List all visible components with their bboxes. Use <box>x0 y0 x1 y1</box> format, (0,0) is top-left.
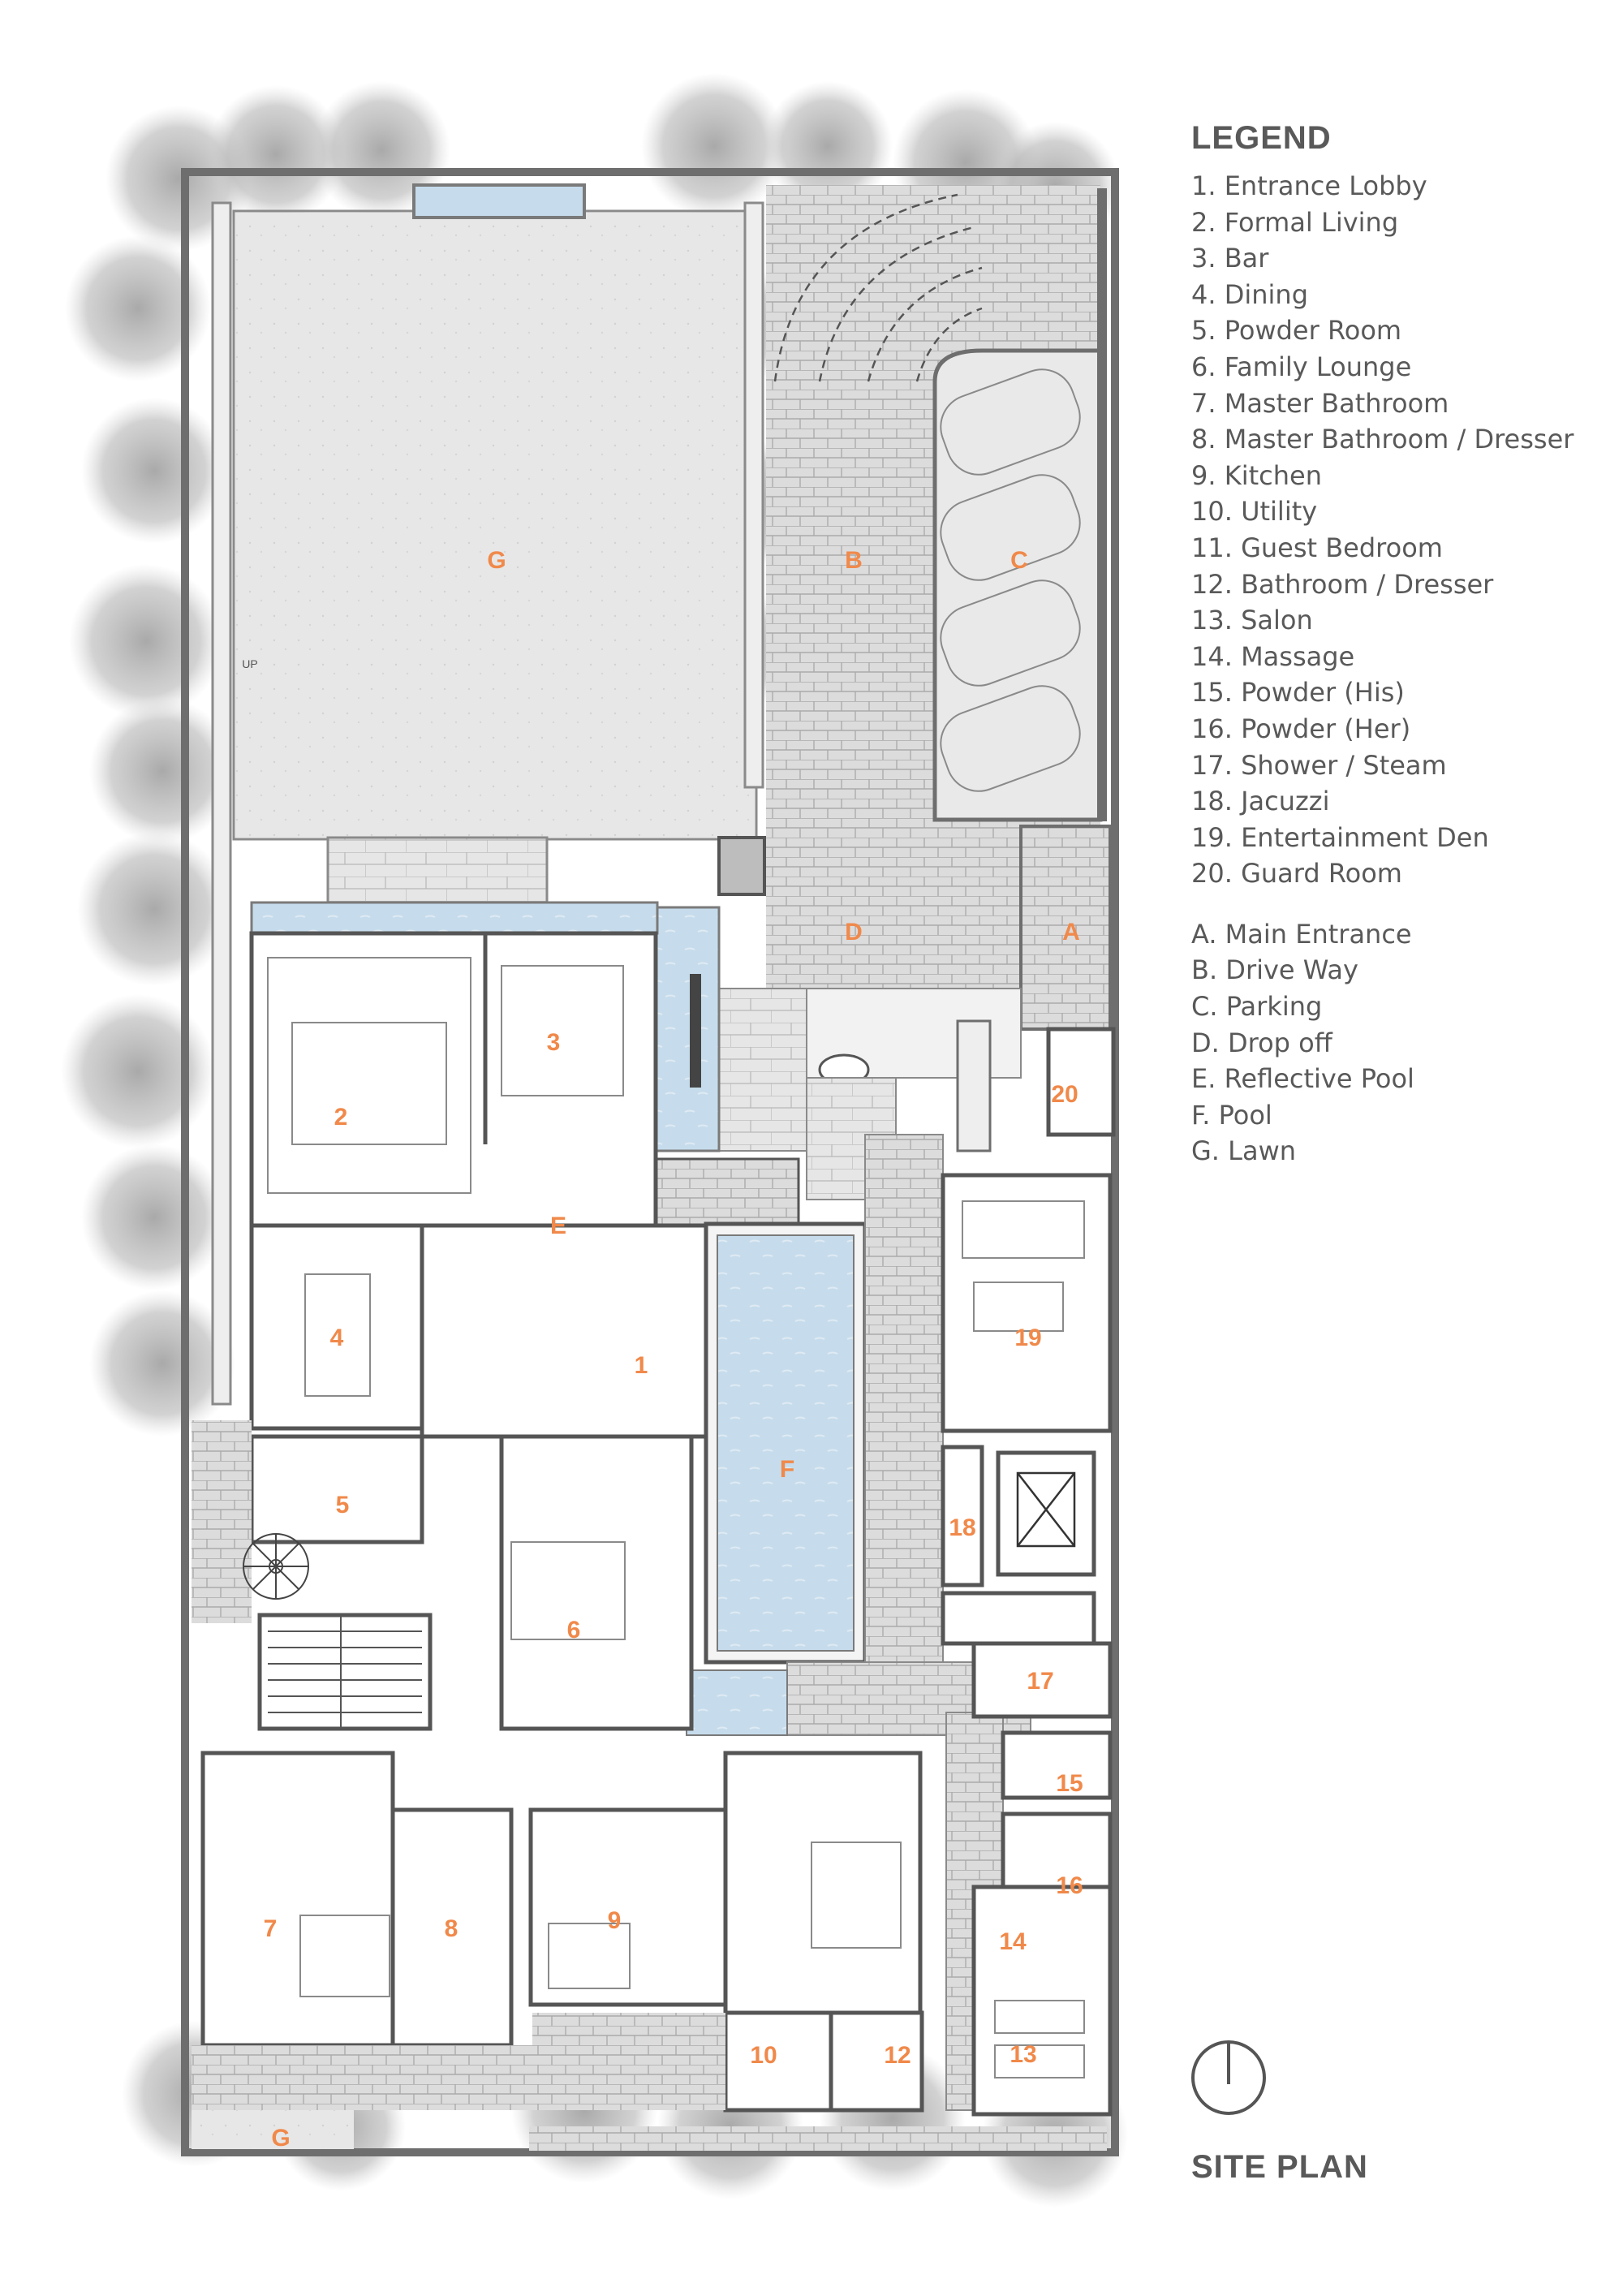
label-parking: C <box>1010 547 1028 574</box>
legend-item: 5. Powder Room <box>1191 315 1402 347</box>
label-room-5: 5 <box>336 1492 350 1518</box>
legend-item: 10. Utility <box>1191 496 1318 528</box>
legend-item: 11. Guest Bedroom <box>1191 532 1443 563</box>
site-boundary <box>181 168 1119 2156</box>
legend-item: D. Drop off <box>1191 1027 1332 1058</box>
legend-title: LEGEND <box>1191 120 1332 156</box>
house-walls <box>200 931 1113 2117</box>
water-feature-top <box>412 183 586 219</box>
legend-item: G. Lawn <box>1191 1135 1297 1167</box>
label-room-3: 3 <box>547 1029 561 1056</box>
parked-cars <box>940 368 1081 792</box>
legend-item: A. Main Entrance <box>1191 918 1412 950</box>
pool <box>717 1234 855 1652</box>
label-room-17: 17 <box>1027 1668 1053 1695</box>
label-pool: F <box>780 1456 794 1483</box>
room-guard <box>1046 1027 1116 1137</box>
legend-item: 20. Guard Room <box>1191 858 1402 890</box>
lawn-bottom <box>192 2110 354 2149</box>
legend-item: 13. Salon <box>1191 605 1313 636</box>
legend-item: 3. Bar <box>1191 243 1269 274</box>
legend-rooms-list: 1. Entrance Lobby 2. Formal Living 3. Ba… <box>1191 168 1613 892</box>
legend-item: 4. Dining <box>1191 278 1308 310</box>
label-dropoff: D <box>845 919 863 946</box>
driveway-ramp <box>773 193 983 382</box>
label-room-8: 8 <box>445 1915 458 1942</box>
label-room-19: 19 <box>1014 1325 1041 1351</box>
legend-item: E. Reflective Pool <box>1191 1063 1414 1095</box>
label-room-1: 1 <box>635 1352 648 1379</box>
label-room-9: 9 <box>608 1907 622 1934</box>
north-arrow-icon <box>1191 2040 1266 2115</box>
legend-item: 9. Kitchen <box>1191 459 1322 491</box>
label-lawn-bottom: G <box>271 2125 290 2152</box>
legend-item: 6. Family Lounge <box>1191 351 1412 382</box>
label-room-2: 2 <box>334 1104 348 1131</box>
legend-item: 15. Powder (His) <box>1191 677 1405 709</box>
legend-item: 19. Entertainment Den <box>1191 821 1489 853</box>
legend-item: 8. Master Bathroom / Dresser <box>1191 424 1574 455</box>
label-room-16: 16 <box>1056 1872 1083 1899</box>
legend-item: 18. Jacuzzi <box>1191 786 1330 817</box>
label-room-18: 18 <box>949 1514 975 1541</box>
label-room-13: 13 <box>1010 2041 1036 2068</box>
label-room-6: 6 <box>567 1617 581 1643</box>
furniture <box>267 957 1085 2078</box>
label-up: UP <box>242 657 257 670</box>
label-room-7: 7 <box>264 1915 278 1942</box>
label-room-4: 4 <box>330 1325 344 1351</box>
label-driveway: B <box>845 547 863 574</box>
legend-item: 7. Master Bathroom <box>1191 387 1449 419</box>
label-entrance: A <box>1062 919 1080 946</box>
legend-item: C. Parking <box>1191 991 1323 1023</box>
legend-item: 17. Shower / Steam <box>1191 749 1447 781</box>
legend-item: 1. Entrance Lobby <box>1191 170 1427 201</box>
label-room-14: 14 <box>999 1928 1027 1955</box>
legend-item: F. Pool <box>1191 1099 1272 1131</box>
reflective-pool-channel <box>654 906 721 1152</box>
label-room-10: 10 <box>750 2042 777 2069</box>
legend: LEGEND 1. Entrance Lobby 2. Formal Livin… <box>1191 120 1613 1170</box>
legend-item: 14. Massage <box>1191 640 1355 672</box>
legend-item: B. Drive Way <box>1191 954 1358 986</box>
lawn-top <box>235 213 755 838</box>
legend-areas-list: A. Main Entrance B. Drive Way C. Parking… <box>1191 916 1613 1170</box>
label-room-15: 15 <box>1056 1770 1083 1797</box>
label-reflective-pool: E <box>550 1213 566 1239</box>
label-room-20: 20 <box>1051 1081 1078 1108</box>
legend-item: 16. Powder (Her) <box>1191 713 1411 744</box>
label-lawn-top: G <box>487 547 506 574</box>
main-entrance <box>1019 825 1112 1031</box>
legend-item: 12. Bathroom / Dresser <box>1191 568 1494 600</box>
label-room-12: 12 <box>884 2042 911 2069</box>
site-plan-title: SITE PLAN <box>1191 2149 1368 2185</box>
legend-item: 2. Formal Living <box>1191 206 1399 238</box>
